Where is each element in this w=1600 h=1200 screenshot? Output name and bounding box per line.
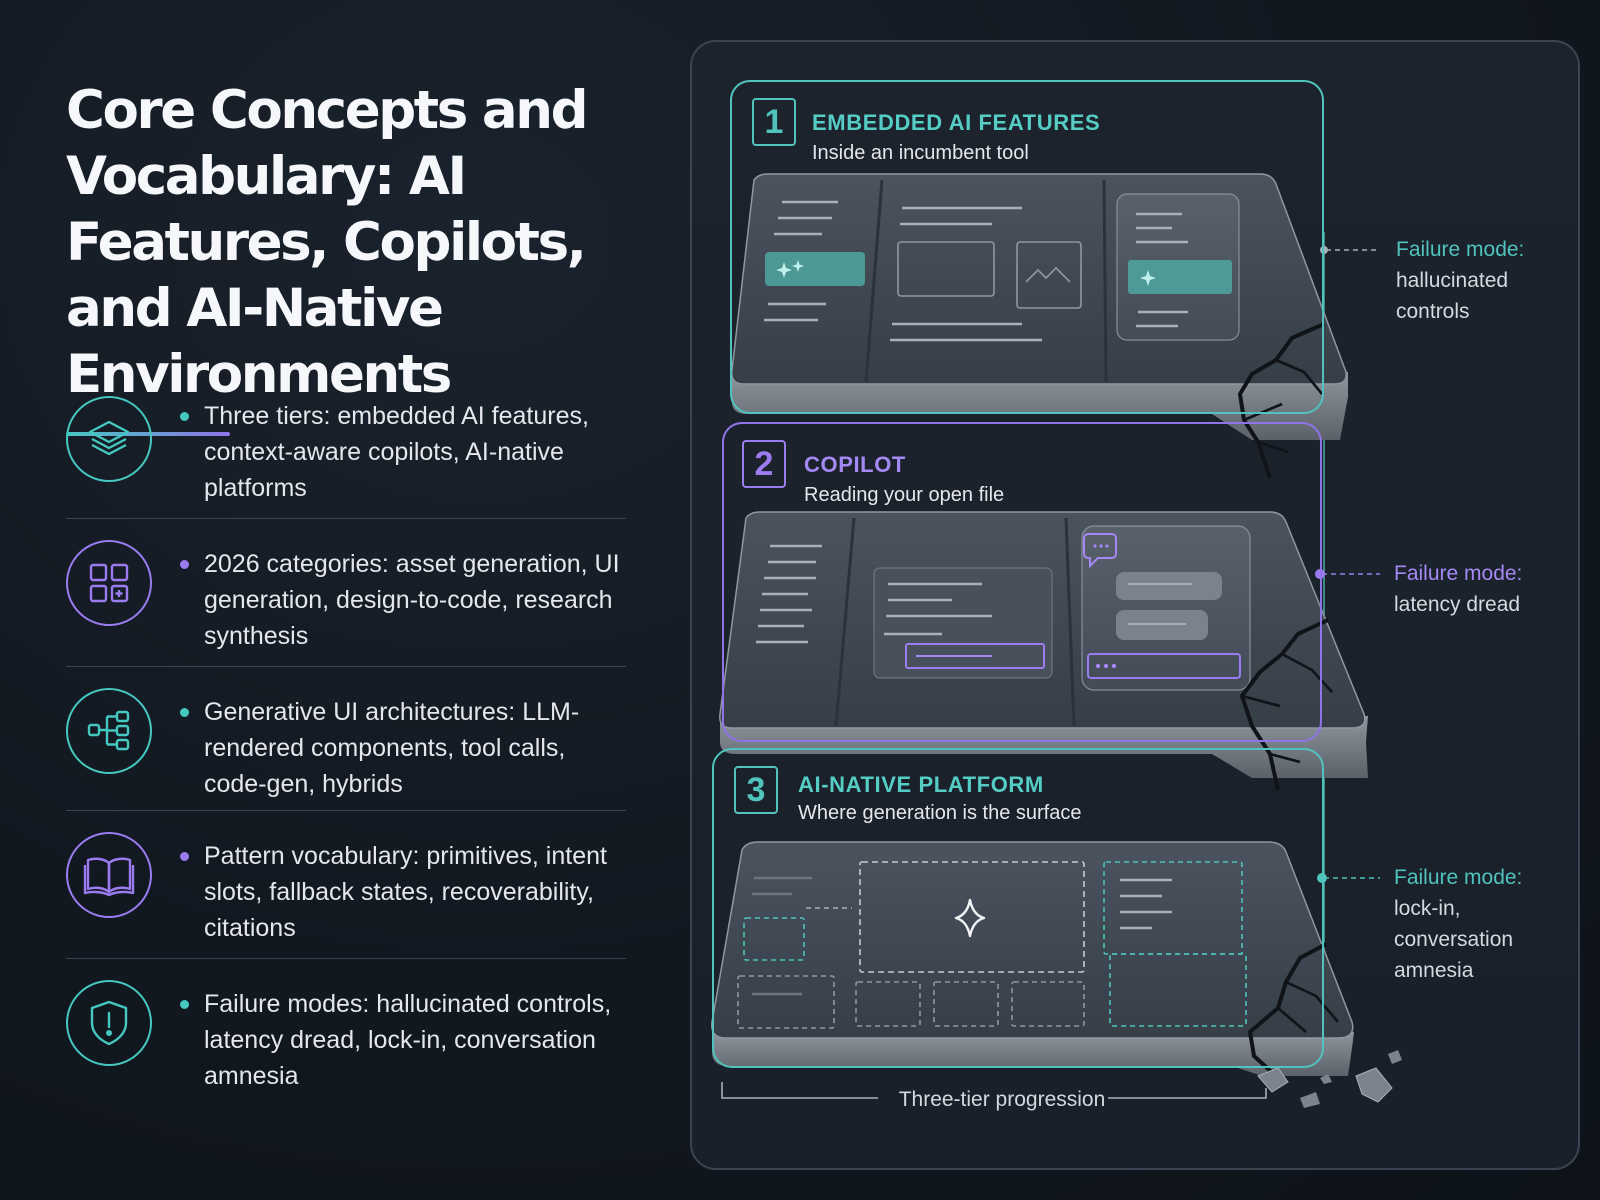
tier-1-number: 1 — [752, 98, 796, 146]
item-text: Failure modes: hallucinated controls, la… — [204, 990, 612, 1090]
progression-caption: Three-tier progression — [722, 1082, 1282, 1112]
divider — [66, 958, 626, 959]
tier-3-frame — [712, 748, 1324, 1068]
grid-icon — [66, 540, 152, 626]
chat-bubble-icon — [1083, 533, 1117, 569]
tier-2-subtitle: Reading your open file — [804, 484, 1005, 506]
tier-3-failure-mode: Failure mode: lock-in, conversation amne… — [1394, 866, 1523, 982]
tier-1-title: EMBEDDED AI FEATURES — [812, 110, 1101, 135]
divider — [66, 666, 626, 667]
layers-icon — [66, 396, 152, 482]
open-book-icon — [66, 832, 152, 918]
tier-2-number: 2 — [742, 440, 786, 488]
tier-illustration — [711, 173, 1402, 1108]
left-column: Core Concepts and Vocabulary: AI Feature… — [66, 78, 626, 436]
tier-3-subtitle: Where generation is the surface — [798, 802, 1082, 824]
divider — [66, 810, 626, 811]
tier-3-mockup — [711, 841, 1402, 1108]
item-text: Generative UI architectures: LLM-rendere… — [204, 698, 580, 798]
tier-3-title: AI-NATIVE PLATFORM — [798, 772, 1044, 797]
sparkle-icon — [1140, 270, 1156, 286]
item-text: Three tiers: embedded AI features, conte… — [204, 402, 589, 502]
tier-2-failure-mode: Failure mode: latency dread — [1394, 562, 1523, 616]
branching-tree-icon — [66, 688, 152, 774]
sparkle-icon — [776, 260, 804, 278]
page-title: Core Concepts and Vocabulary: AI Feature… — [66, 80, 589, 405]
item-text: 2026 categories: asset generation, UI ge… — [204, 550, 620, 650]
tier-2-frame — [722, 422, 1322, 742]
tier-diagram-panel: 1 EMBEDDED AI FEATURES Inside an incumbe… — [690, 40, 1580, 1170]
tier-1-subtitle: Inside an incumbent tool — [812, 142, 1029, 164]
divider — [66, 518, 626, 519]
tier-1-mockup — [731, 173, 1348, 479]
tier-1-failure-mode: Failure mode: hallucinated controls — [1396, 238, 1525, 323]
tier-2-title: COPILOT — [804, 452, 906, 477]
item-text: Pattern vocabulary: primitives, intent s… — [204, 842, 607, 942]
tier-3-number: 3 — [734, 766, 778, 814]
progression-label: Three-tier progression — [898, 1088, 1106, 1111]
tier-1-frame — [730, 80, 1324, 414]
sparkle-icon — [954, 898, 986, 938]
shield-alert-icon — [66, 980, 152, 1066]
